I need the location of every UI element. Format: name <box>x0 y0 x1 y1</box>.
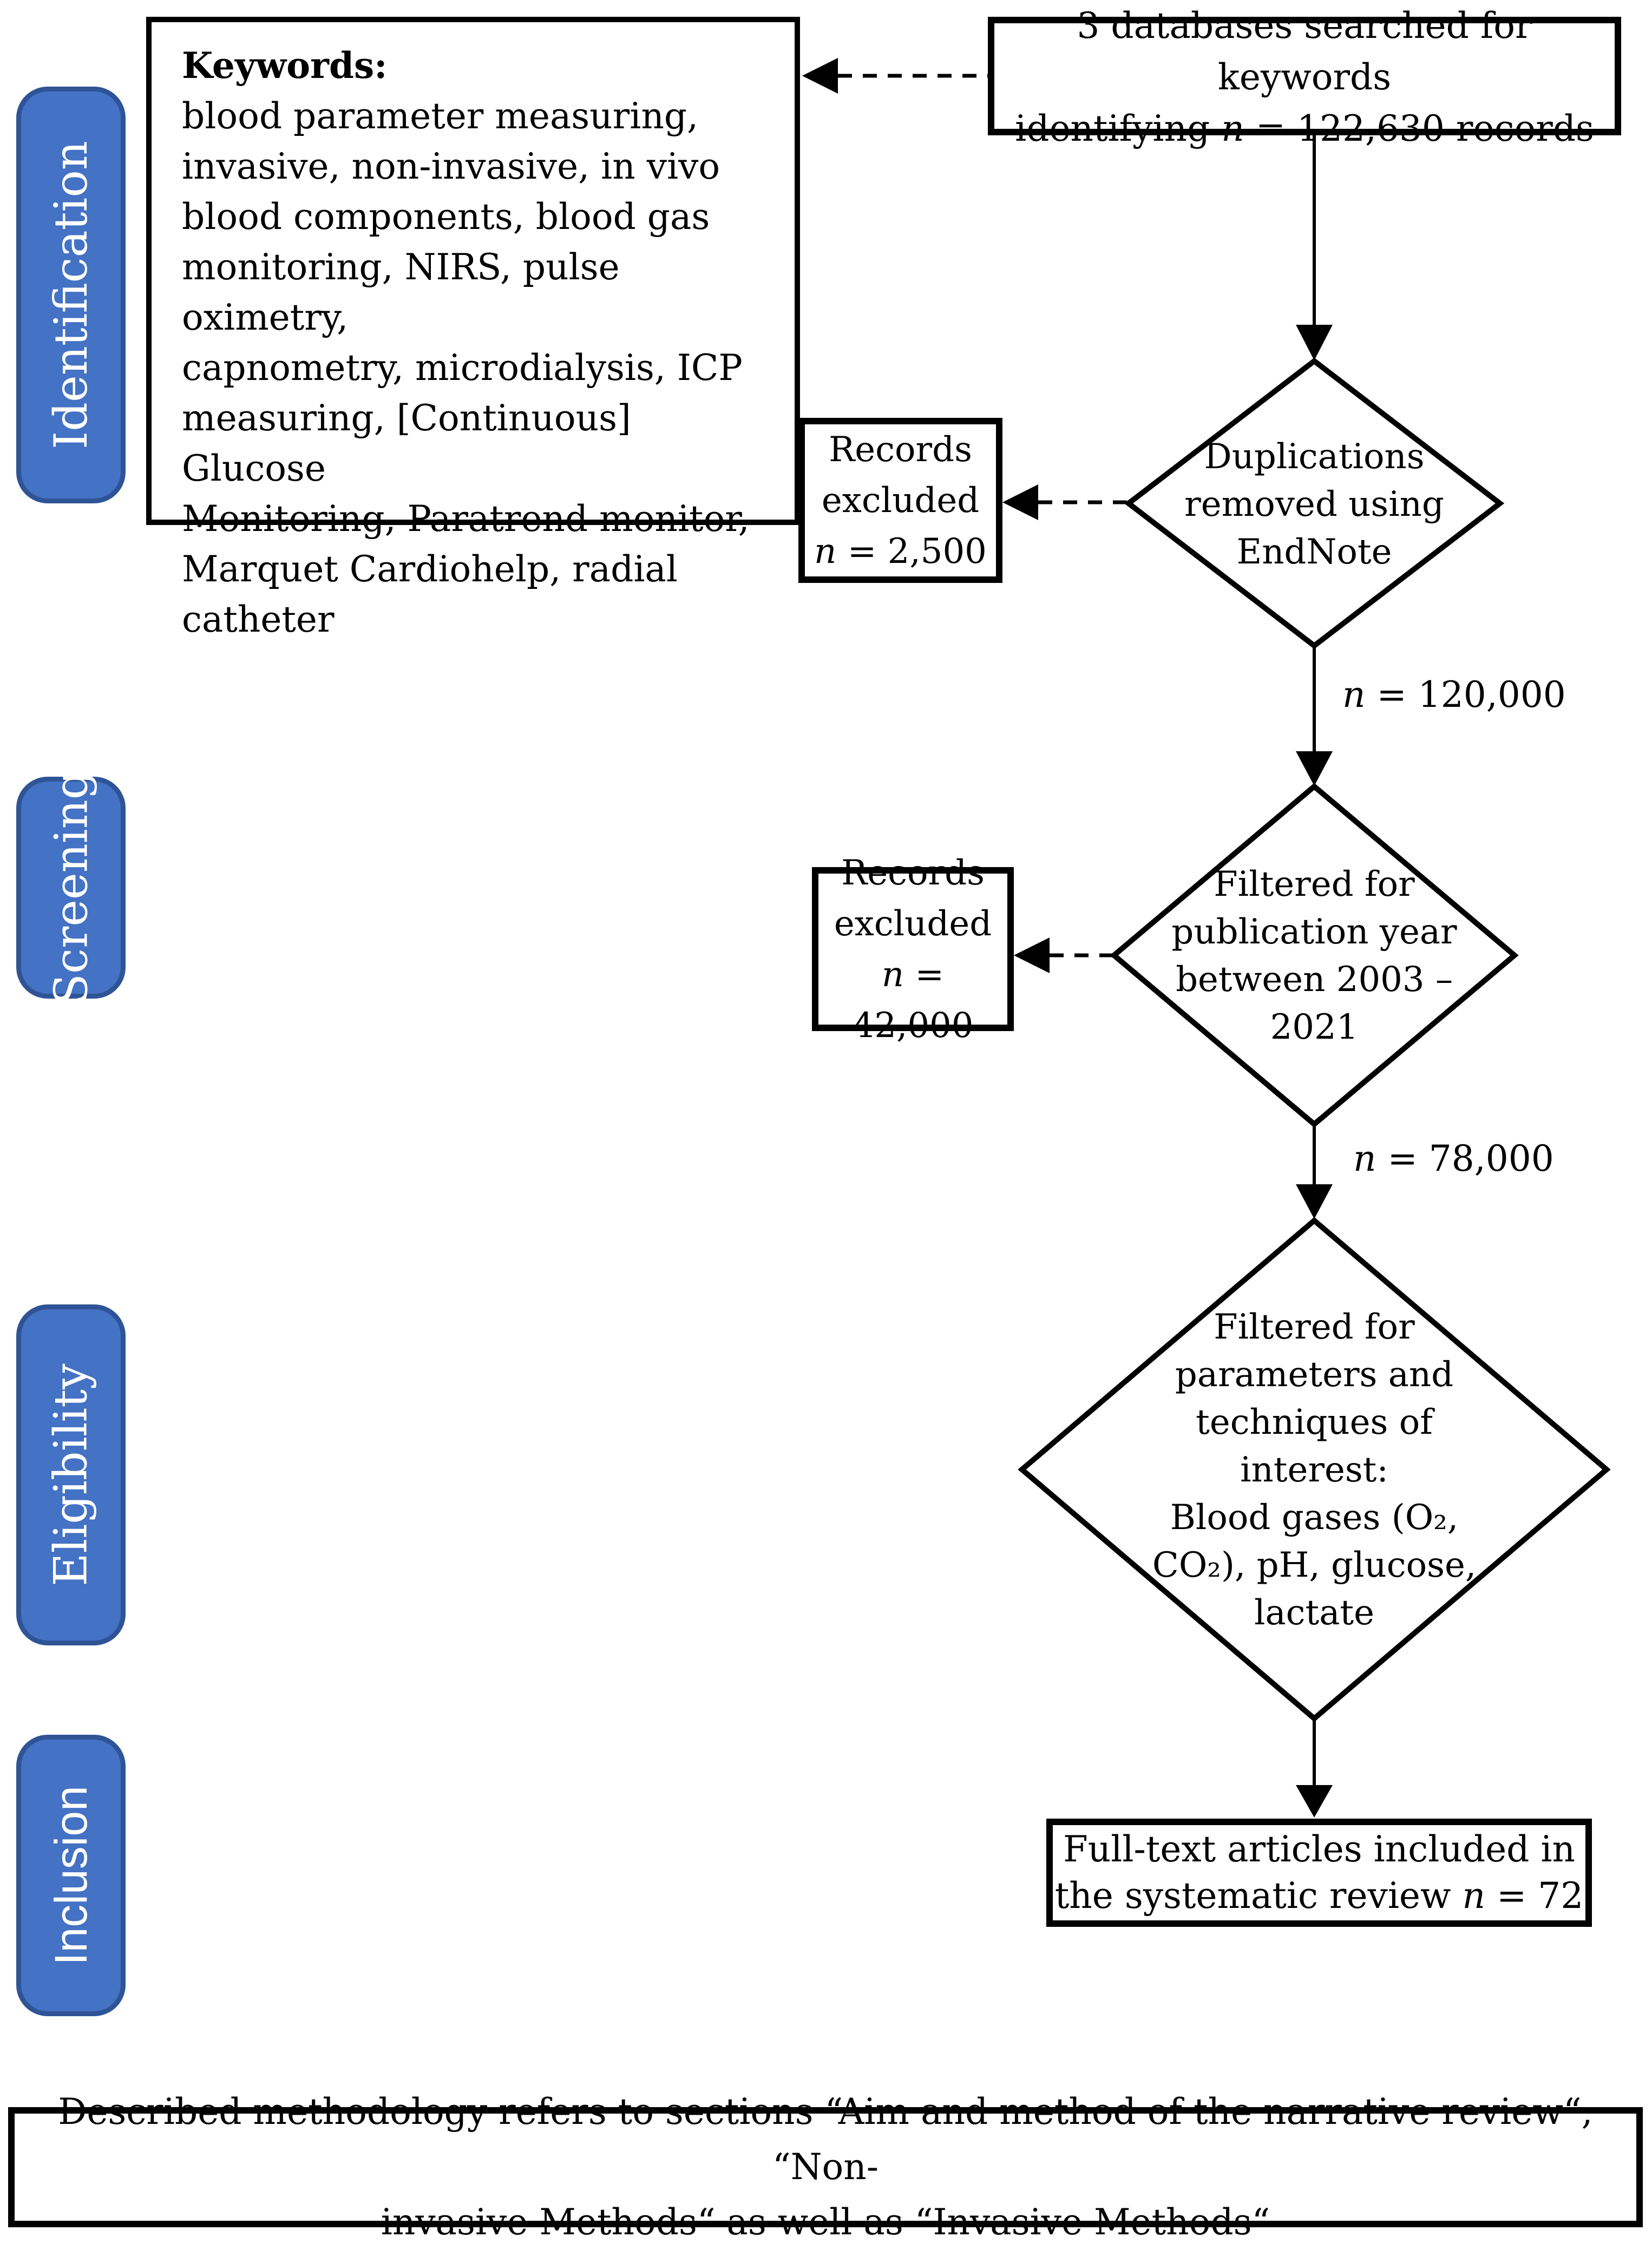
diamond-publication-line: 2021 <box>1270 1007 1359 1047</box>
footnote-box: Described methodology refers to sections… <box>8 2091 1643 2243</box>
included-articles-value: = 72 <box>1485 1875 1584 1917</box>
arrowhead-down-icon <box>1296 325 1333 360</box>
diamond-parameters-line: Blood gases (O₂, <box>1170 1498 1459 1538</box>
keywords-line: Marquet Cardiohelp, radial <box>182 548 678 590</box>
flow-count-label-1: n = 120,000 <box>1342 674 1566 716</box>
stage-label-screening: Screening <box>44 770 98 1005</box>
keywords-line: monitoring, NIRS, pulse oximetry, <box>182 246 620 338</box>
keywords-line: blood components, blood gas <box>182 196 710 238</box>
databases-searched-line2-suffix: = 122,630 records <box>1244 108 1594 149</box>
n-variable: n <box>1342 674 1366 716</box>
flow-count-1-value: = 120,000 <box>1365 674 1566 716</box>
stage-label-identification: Identification <box>44 141 97 449</box>
flow-count-2-value: = 78,000 <box>1376 1138 1554 1179</box>
diamond-duplications-line: removed using <box>1184 484 1444 524</box>
keywords-line: catheter <box>182 599 335 640</box>
diamond-parameters-text: Filtered for parameters and techniques o… <box>1022 1303 1607 1637</box>
keywords-line: Monitoring, Paratrend monitor, <box>182 498 750 540</box>
n-variable: n <box>881 954 904 995</box>
footnote-line1: Described methodology refers to sections… <box>58 2091 1593 2188</box>
keywords-box: Keywords: blood parameter measuring, inv… <box>146 17 800 640</box>
n-variable: n <box>1221 108 1244 149</box>
databases-searched-line2: identifying n = 122,630 records <box>1015 103 1594 154</box>
stage-pill-identification: Identification <box>16 87 126 503</box>
keywords-line: invasive, non-invasive, in vivo <box>182 146 720 187</box>
diamond-duplications-text: Duplications removed using EndNote <box>1129 433 1500 576</box>
diamond-parameters-line: CO₂), pH, glucose, <box>1152 1545 1477 1585</box>
records-excluded-box-2: Records excluded n = 42,000 <box>812 853 1014 1046</box>
records-excluded-1-line2: excluded <box>821 480 980 521</box>
included-articles-line2: the systematic review n = 72 <box>1055 1873 1583 1919</box>
records-excluded-1-line1: Records <box>829 429 972 470</box>
diamond-publication-line: publication year <box>1171 912 1457 952</box>
diamond-publication-text: Filtered for publication year between 20… <box>1114 861 1515 1051</box>
diamond-publication-line: Filtered for <box>1214 864 1415 904</box>
arrowhead-left-icon <box>802 58 838 94</box>
stage-pill-inclusion: Inclusion <box>16 1735 126 2016</box>
diamond-publication-line: between 2003 – <box>1176 960 1453 1000</box>
arrowhead-down-icon <box>1296 751 1333 786</box>
stage-pill-eligibility: Eligibility <box>16 1304 126 1645</box>
diamond-parameters-line: techniques of <box>1196 1402 1433 1442</box>
databases-searched-box: 3 databases searched for keywords identi… <box>988 5 1621 149</box>
records-excluded-2-value: = 42,000 <box>852 954 974 1046</box>
diamond-parameters-shape <box>1018 1217 1611 1722</box>
stage-pill-screening: Screening <box>16 770 126 1005</box>
databases-searched-line2-prefix: identifying <box>1015 108 1222 149</box>
keywords-line: measuring, [Continuous] Glucose <box>182 397 631 489</box>
diamond-duplications-shape <box>1124 357 1505 650</box>
arrowhead-down-icon <box>1296 1184 1333 1219</box>
diamond-duplications-line: EndNote <box>1236 532 1392 572</box>
stage-label-eligibility: Eligibility <box>44 1363 98 1586</box>
n-variable: n <box>814 531 837 572</box>
keywords-title: Keywords: <box>182 44 388 87</box>
arrowhead-down-icon <box>1296 1785 1333 1818</box>
records-excluded-1-value: = 2,500 <box>836 531 987 572</box>
records-excluded-1-count: n = 2,500 <box>814 526 987 577</box>
diamond-parameters-line: parameters and <box>1175 1355 1454 1395</box>
databases-searched-line1: 3 databases searched for keywords <box>1077 5 1532 98</box>
included-articles-line2-prefix: the systematic review <box>1054 1875 1463 1917</box>
keywords-line: blood parameter measuring, <box>182 95 699 137</box>
diamond-parameters-line: lactate <box>1254 1593 1374 1633</box>
flow-count-label-2: n = 78,000 <box>1353 1138 1554 1179</box>
footnote-line2: invasive Methods“ as well as “Invasive M… <box>381 2201 1270 2243</box>
records-excluded-box-1: Records excluded n = 2,500 <box>798 418 1002 583</box>
included-articles-line1: Full-text articles included in <box>1063 1828 1575 1870</box>
records-excluded-2-line2: excluded <box>834 903 992 944</box>
included-articles-box: Full-text articles included in the syste… <box>1046 1819 1592 1927</box>
diamond-duplications-line: Duplications <box>1204 437 1425 477</box>
keywords-line: capnometry, microdialysis, ICP <box>182 347 743 389</box>
stage-label-inclusion: Inclusion <box>45 1786 96 1965</box>
arrowhead-left-icon <box>1002 484 1038 520</box>
n-variable: n <box>1353 1138 1376 1179</box>
diamond-parameters-line: Filtered for <box>1214 1307 1415 1347</box>
arrowhead-left-icon <box>1014 937 1050 973</box>
n-variable: n <box>1462 1875 1485 1917</box>
records-excluded-2-line1: Records <box>841 852 985 893</box>
diamond-parameters-line: interest: <box>1240 1450 1388 1490</box>
diamond-publication-shape <box>1110 783 1519 1128</box>
records-excluded-2-count: n = 42,000 <box>818 949 1007 1051</box>
